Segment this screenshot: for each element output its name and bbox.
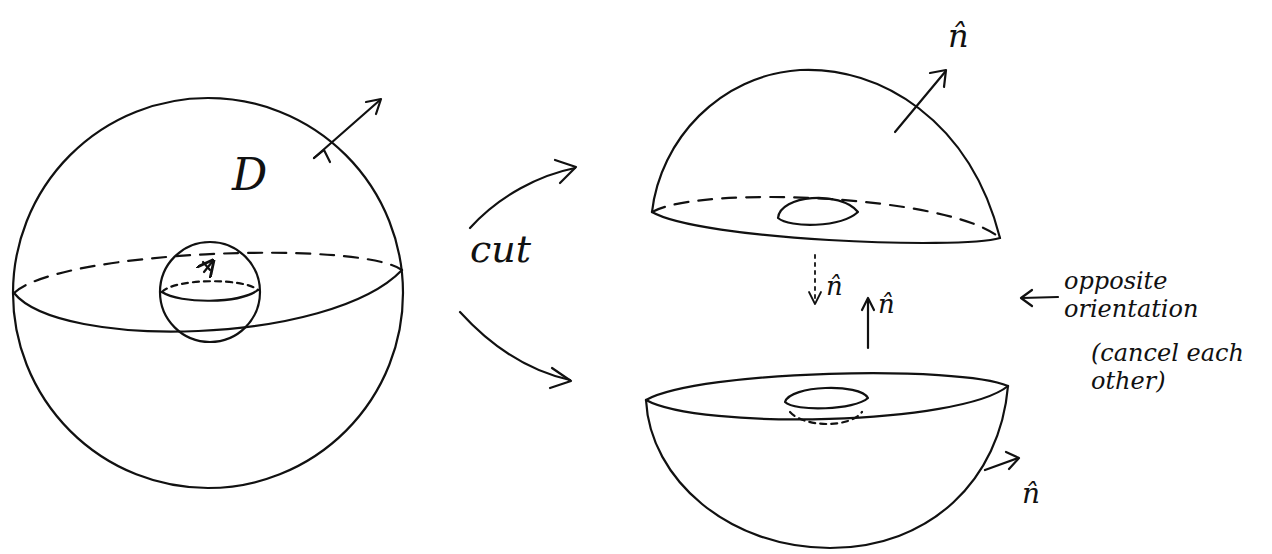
normal-label: n̂ [1022, 478, 1040, 510]
region-label: D [232, 150, 267, 201]
note-text: opposite orientation [1064, 268, 1214, 323]
normal-label: n̂ [878, 290, 895, 320]
normal-label: n̂ [948, 18, 969, 55]
note-text: (cancel each other) [1091, 340, 1266, 395]
step-label: cut [470, 228, 531, 272]
normal-label: n̂ [826, 272, 843, 302]
